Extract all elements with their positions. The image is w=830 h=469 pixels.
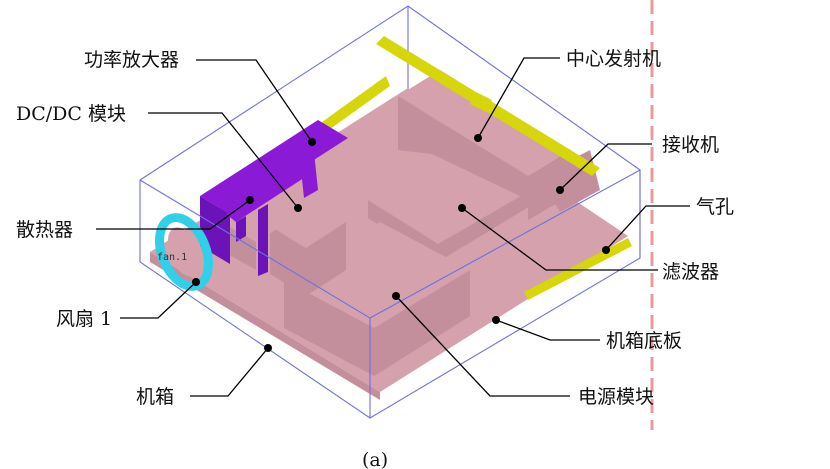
label-center-transmitter: 中心发射机 [566,48,661,70]
label-power-amplifier: 功率放大器 [84,49,179,71]
leader-dcdc [148,112,299,209]
leader-vent [605,205,690,251]
dcdc-module-box [270,200,346,296]
leader-dots [192,134,610,352]
fan-tag: fan.1 [157,252,187,263]
leader-chassis-base [495,319,600,341]
label-heat-sink: 散热器 [16,219,73,241]
label-chassis-base: 机箱底板 [606,330,682,352]
leader-lines [96,57,690,397]
fan-hub [167,227,201,277]
label-dcdc-module: DC/DC 模块 [16,103,126,125]
small-filter-strip [470,92,492,112]
label-receiver: 接收机 [662,134,719,156]
leader-power-module [395,295,570,397]
label-chassis: 机箱 [136,386,174,408]
leader-chassis [190,347,269,397]
label-fan: 风扇 1 [56,308,112,330]
label-vent: 气孔 [696,196,734,218]
leader-receiver [559,143,652,191]
enclosure-front-edges [139,169,641,420]
leader-fan [120,281,197,319]
left-filter-strip [322,76,390,132]
label-filter: 滤波器 [662,261,719,283]
label-power-module: 电源模块 [578,386,654,408]
leader-center-transmitter [477,57,560,139]
leader-heat-sink [96,199,251,230]
leader-filter [461,207,658,271]
leader-power-amplifier [196,59,313,143]
chassis-base-edge [150,252,380,400]
figure-caption: (a) [362,449,388,469]
